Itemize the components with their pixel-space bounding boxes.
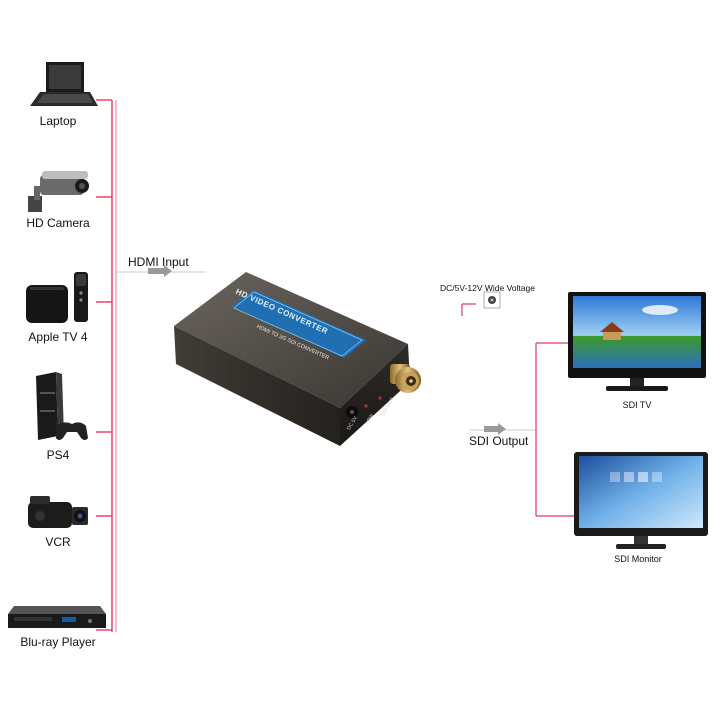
laptop-label: Laptop xyxy=(39,114,77,128)
sdi-monitor-label: SDI Monitor xyxy=(614,554,662,564)
hd-camera-label: HD Camera xyxy=(26,216,90,230)
sdi-tv-label: SDI TV xyxy=(622,400,652,410)
game-console-icon xyxy=(36,372,88,440)
sdi-output-arrow xyxy=(470,423,536,435)
camera-icon xyxy=(28,171,89,212)
ps4-label: PS4 xyxy=(46,448,70,462)
bluray-label: Blu-ray Player xyxy=(20,635,96,649)
tv-icon xyxy=(568,292,706,391)
power-jack-icon xyxy=(461,291,501,316)
apple-tv-icon xyxy=(26,272,88,323)
camcorder-icon xyxy=(28,496,88,528)
bluray-player-icon xyxy=(8,606,106,628)
input-bus xyxy=(96,99,117,632)
monitor-icon xyxy=(574,452,708,549)
apple-tv-label: Apple TV 4 xyxy=(28,330,88,344)
converter-device xyxy=(174,272,410,446)
output-bus xyxy=(535,342,574,517)
power-label: DC/5V-12V Wide Voltage xyxy=(440,283,535,293)
bnc-connector xyxy=(390,364,421,393)
power-led xyxy=(364,404,368,408)
device-badge xyxy=(232,290,366,358)
laptop-icon xyxy=(30,62,98,106)
vcr-label: VCR xyxy=(45,535,71,549)
sdi-output-label: SDI Output xyxy=(469,434,529,448)
hdmi-input-label: HDMI Input xyxy=(128,255,189,269)
hdmi-input-arrow xyxy=(116,265,205,277)
